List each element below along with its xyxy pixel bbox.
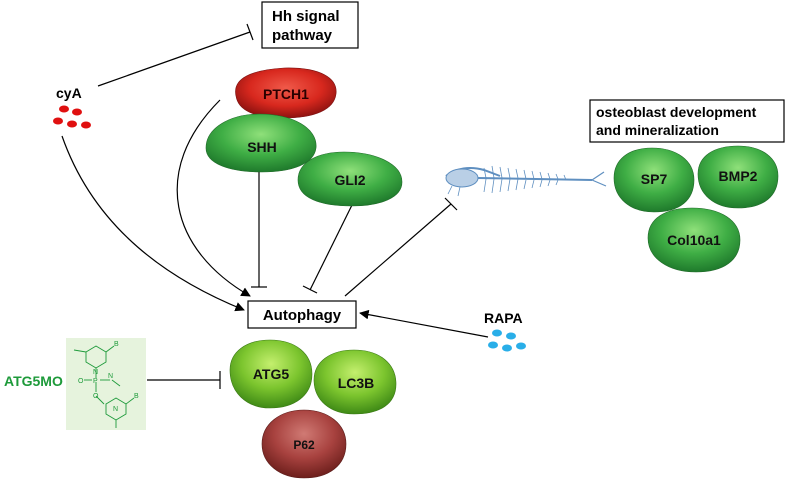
autophagy-box: Autophagy [247, 300, 357, 329]
chem-b-bottom: B [134, 393, 139, 400]
chem-n-top: N [93, 369, 98, 376]
atg5-node: ATG5 [229, 339, 313, 409]
rapa-drug: RAPA [484, 310, 526, 352]
atg5mo-morpholino: B N P N O O B N [66, 338, 146, 430]
osteoblast-line-1: osteoblast development [596, 104, 757, 120]
shh-label: SHH [247, 139, 277, 155]
cya-to-hh-inhibition [97, 31, 251, 87]
chem-b-top: B [114, 341, 119, 348]
shh-node: SHH [205, 113, 317, 173]
rapa-pills [488, 329, 526, 352]
hh-inhibition-bar [246, 23, 254, 41]
chem-n-right: N [108, 373, 113, 380]
gli2-inhibition-bar [302, 285, 318, 294]
p62-node: P62 [261, 409, 347, 479]
atg5-label: ATG5 [253, 366, 290, 382]
gli2-node: GLI2 [297, 151, 403, 207]
hh-pathway-line-1: Hh signal [272, 8, 340, 25]
bmp2-label: BMP2 [719, 168, 758, 184]
ptch1-label: PTCH1 [263, 86, 309, 102]
col10a1-label: Col10a1 [667, 232, 721, 248]
bmp2-node: BMP2 [697, 145, 779, 209]
sp7-node: SP7 [613, 147, 695, 213]
cya-drug: cyA [53, 85, 91, 129]
rapa-label: RAPA [484, 310, 523, 326]
chem-p: P [93, 378, 98, 385]
lc3b-node: LC3B [313, 349, 397, 415]
chem-o-bottom: O [93, 393, 99, 400]
gli2-label: GLI2 [334, 172, 365, 188]
fish-inhibition-bar [444, 197, 458, 211]
hh-pathway-line-2: pathway [272, 27, 333, 44]
atg5mo-label: ATG5MO [4, 373, 63, 389]
osteoblast-line-2: and mineralization [596, 122, 719, 138]
hh-pathway-box: Hh signal pathway [261, 1, 359, 49]
ptch1-to-autophagy-arrow [176, 99, 251, 297]
zebrafish-skeleton [445, 165, 607, 197]
autophagy-label: Autophagy [263, 307, 342, 324]
chem-o-left: O [78, 378, 84, 385]
osteoblast-box: osteoblast development and mineralizatio… [589, 99, 785, 143]
autophagy-to-fish-inhibition [344, 203, 452, 297]
chem-n-bottom: N [113, 406, 118, 413]
col10a1-node: Col10a1 [647, 207, 741, 273]
lc3b-label: LC3B [338, 375, 375, 391]
p62-label: P62 [293, 438, 315, 452]
cya-pills [53, 105, 91, 129]
connections [61, 23, 489, 389]
ptch1-node: PTCH1 [235, 67, 337, 119]
rapa-to-autophagy-arrow [359, 309, 489, 338]
cya-label: cyA [56, 85, 82, 101]
cya-to-autophagy-arrow [61, 135, 245, 312]
sp7-label: SP7 [641, 171, 668, 187]
gli2-to-autophagy-inhibition [309, 204, 353, 291]
